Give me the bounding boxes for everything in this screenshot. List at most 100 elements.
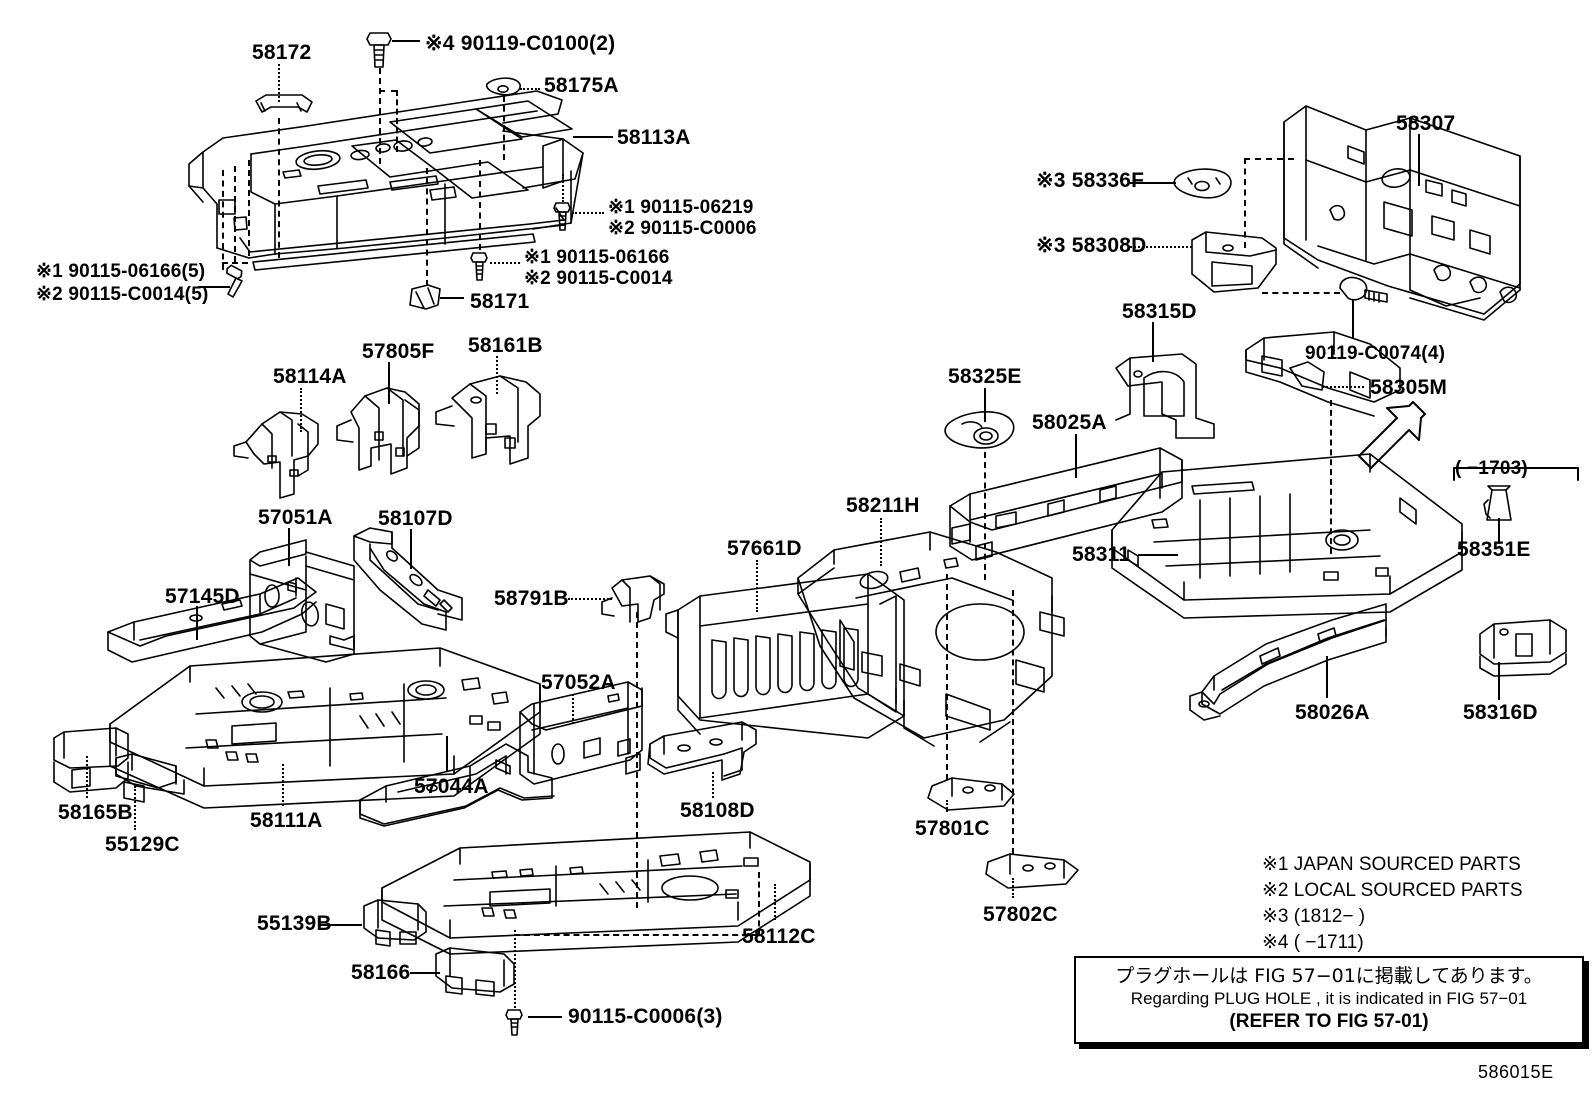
part-label-57052A[interactable]: 57052A [541, 671, 616, 694]
leader-55139B [318, 924, 362, 926]
part-label-90115-C0014-l[interactable]: ※2 90115-C0014(5) [36, 284, 209, 305]
part-label-58108D[interactable]: 58108D [680, 799, 755, 822]
part-label-90115-C0006-3[interactable]: 90115-C0006(3) [568, 1005, 723, 1028]
part-label-58113A[interactable]: 58113A [617, 126, 691, 149]
leader-58161B [496, 356, 498, 394]
leader-58307-dash [1244, 158, 1294, 160]
part-shape-90119-C0074 [1340, 277, 1387, 302]
leader-58114A [300, 388, 302, 432]
part-shape-57052A [520, 682, 642, 784]
leader-bolt-top [379, 68, 381, 164]
leader-90115-06166c [490, 262, 520, 264]
part-label-90115-C0014-c[interactable]: ※2 90115-C0014 [524, 268, 673, 289]
part-label-58114A[interactable]: 58114A [273, 365, 347, 388]
leader-57052A [572, 694, 574, 724]
part-label-58311[interactable]: 58311 [1072, 543, 1131, 566]
part-label-58026A[interactable]: 58026A [1295, 701, 1370, 724]
part-label-58305M[interactable]: 58305M [1370, 376, 1448, 399]
part-label-57661D[interactable]: 57661D [727, 537, 802, 560]
part-label-58107D[interactable]: 58107D [378, 507, 453, 530]
part-shape-90115-06219 [554, 203, 570, 230]
part-shape-58307 [1284, 106, 1520, 320]
part-label-58161B[interactable]: 58161B [468, 334, 543, 357]
part-shape-58315D [1116, 354, 1214, 438]
leader-C0006-3-v [514, 930, 516, 1008]
part-label-58308D[interactable]: ※3 58308D [1036, 234, 1147, 257]
leader-58165B [86, 756, 88, 798]
dash-58112C-a [514, 934, 758, 936]
part-label-57802C[interactable]: 57802C [983, 903, 1058, 926]
part-label-58171[interactable]: 58171 [470, 290, 530, 313]
part-label-58791B[interactable]: 58791B [494, 587, 569, 610]
plug-hole-note-box: プラグホールは FIG 57−01に掲載してあります。 Regarding PL… [1074, 956, 1584, 1044]
leader-bolt-top3 [379, 90, 397, 92]
leader-06166L-v1 [222, 170, 224, 270]
part-label-90115-06166-l[interactable]: ※1 90115-06166(5) [36, 261, 206, 282]
part-label-58111A[interactable]: 58111A [250, 809, 323, 832]
leader-58325E [984, 388, 986, 422]
part-label-57805F[interactable]: 57805F [362, 340, 435, 363]
part-shape-58211H [798, 532, 1064, 746]
part-shape-58114A [234, 412, 318, 498]
part-label-90115-06219[interactable]: ※1 90115-06219 [608, 197, 754, 218]
part-label-58336F[interactable]: ※3 58336F [1036, 169, 1145, 192]
leader-58026A [1326, 656, 1328, 698]
part-label-58165B[interactable]: 58165B [58, 801, 133, 824]
part-shape-90119-C0100 [367, 33, 391, 67]
leader-06166L-v3 [248, 160, 250, 256]
part-shape-58175A [487, 78, 521, 95]
leader-58211H [880, 518, 882, 566]
part-shape-57051A [250, 540, 354, 662]
part-label-58307[interactable]: 58307 [1396, 112, 1456, 135]
leader-06166L-h [222, 262, 248, 264]
part-label-58025A[interactable]: 58025A [1032, 411, 1107, 434]
part-label-58316D[interactable]: 58316D [1463, 701, 1538, 724]
part-label-55129C[interactable]: 55129C [105, 833, 180, 856]
part-shape-58316D [1480, 620, 1566, 676]
part-label-58166[interactable]: 58166 [351, 961, 411, 984]
part-label-57051A[interactable]: 57051A [258, 506, 333, 529]
leader-57044A-line [446, 736, 448, 772]
part-shape-90115-06166-center [471, 253, 487, 280]
part-shape-57805F [337, 388, 419, 474]
part-label-57044A[interactable]: 57044A [414, 775, 489, 798]
leader-58308D [1130, 246, 1192, 248]
part-label-90115-C0006[interactable]: ※2 90115-C0006 [608, 218, 757, 239]
part-label-58175A[interactable]: 58175A [544, 74, 619, 97]
part-label-58351E[interactable]: 58351E [1457, 538, 1531, 561]
leader-58305M [1322, 386, 1364, 388]
part-label-58172[interactable]: 58172 [252, 41, 312, 64]
part-label-90119-C0074[interactable]: 90119-C0074(4) [1305, 343, 1446, 364]
part-label-58325E[interactable]: 58325E [948, 365, 1022, 388]
leader-57802C-v [1012, 590, 1014, 854]
part-shape-58308D [1192, 232, 1276, 292]
part-shape-58166 [436, 948, 514, 996]
part-label-57801C[interactable]: 57801C [915, 817, 990, 840]
leader-58171 [440, 297, 464, 299]
plug-note-refer: (REFER TO FIG 57-01) [1229, 1011, 1429, 1032]
part-shape-57661D [666, 574, 904, 738]
part-label-58315D[interactable]: 58315D [1122, 300, 1197, 323]
part-shape-58108D [648, 722, 756, 780]
leader-90115-C0006-3 [528, 1016, 562, 1018]
part-label-58112C[interactable]: 58112C [742, 925, 816, 948]
leader-58175A [520, 88, 540, 90]
range-label-1703: ( −1703) [1455, 458, 1528, 479]
part-shape-90115-C0006-3 [506, 1010, 522, 1035]
part-label-58211H[interactable]: 58211H [846, 494, 920, 517]
part-label-90115-06166-c[interactable]: ※1 90115-06166 [524, 247, 670, 268]
leader-57805F [388, 362, 390, 404]
leader-06219-v [562, 174, 564, 202]
plug-note-japanese: プラグホールは FIG 57−01に掲載してあります。 [1115, 965, 1543, 987]
part-label-57145D[interactable]: 57145D [165, 585, 240, 608]
leader-57802C [1012, 878, 1014, 898]
part-label-90119-C0100[interactable]: ※4 90119-C0100(2) [425, 32, 616, 55]
leader-58311 [1138, 554, 1178, 556]
leader-58351E [1498, 518, 1500, 544]
footnote-3: ※3 (1812− ) [1262, 906, 1366, 927]
part-shape-57801C [928, 778, 1014, 810]
part-shape-58171 [410, 285, 440, 309]
part-label-55139B[interactable]: 55139B [257, 912, 332, 935]
leader-58308D-v [1244, 158, 1246, 248]
leader-bolt-top2 [396, 90, 398, 152]
